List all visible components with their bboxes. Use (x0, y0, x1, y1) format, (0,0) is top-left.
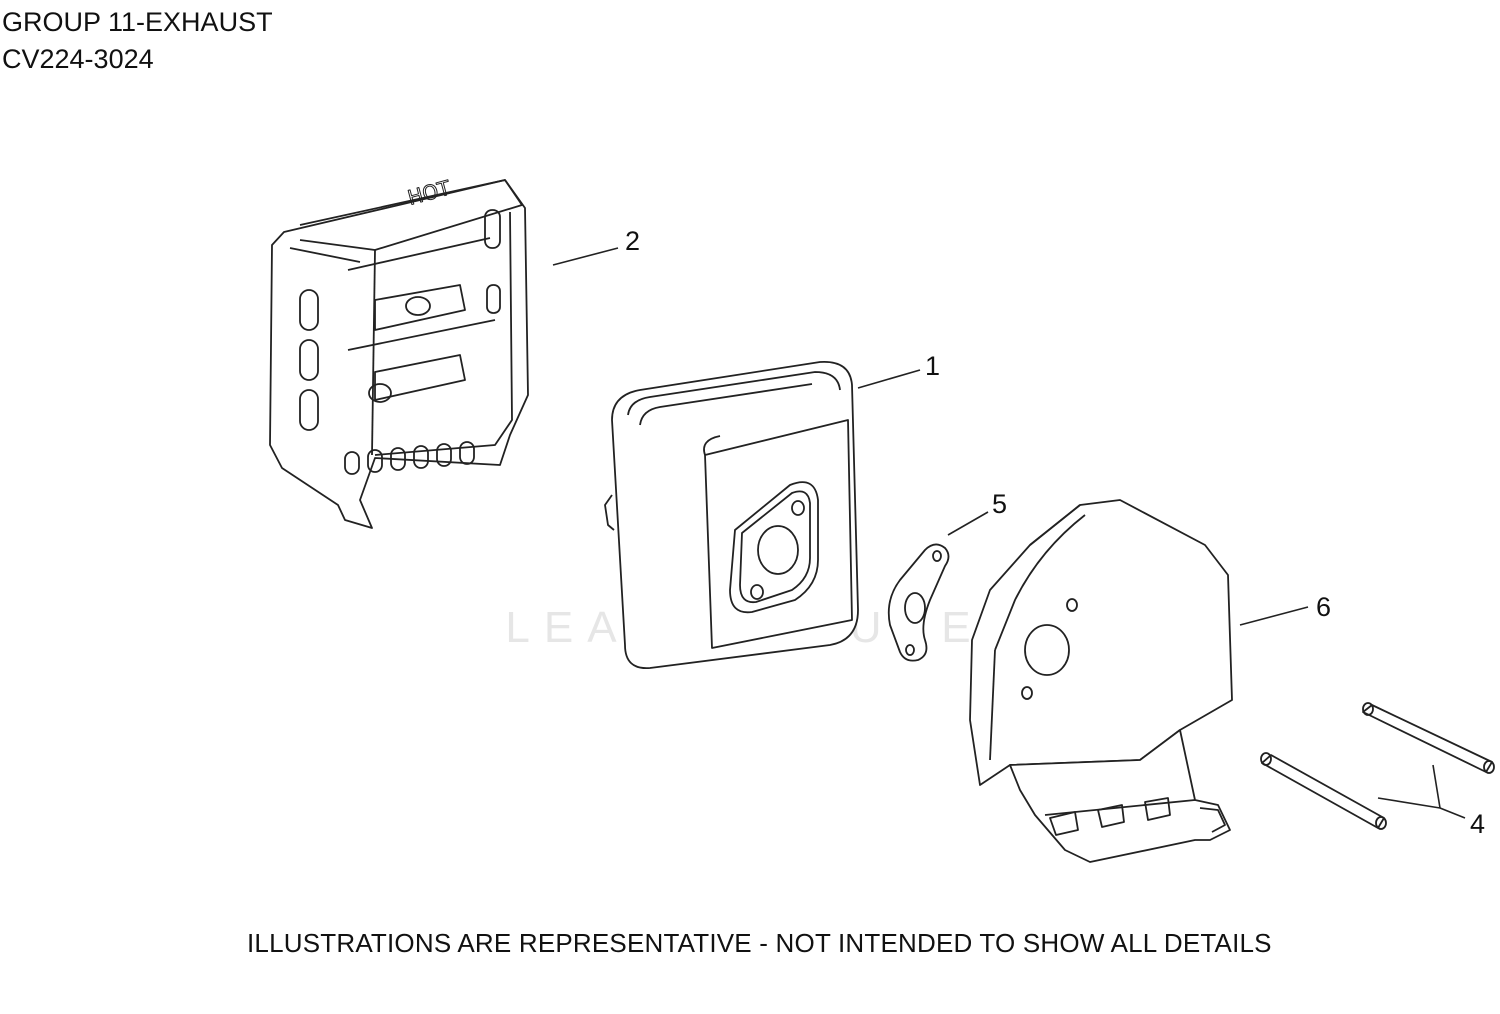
muffler (604, 361, 859, 669)
diagram-title: GROUP 11-EXHAUST (2, 7, 273, 37)
callout-4: 4 (1470, 809, 1485, 839)
callout-5: 5 (992, 489, 1007, 519)
deflector (969, 499, 1233, 863)
model-number: CV224-3024 (2, 44, 154, 74)
callout-2: 2 (625, 226, 640, 256)
studs (1260, 702, 1495, 830)
callout-1: 1 (925, 351, 940, 381)
callouts: 2 1 5 6 4 (625, 226, 1485, 839)
heat-shield: HOT (269, 175, 529, 529)
leader-lines (552, 247, 1466, 819)
disclaimer-text: ILLUSTRATIONS ARE REPRESENTATIVE - NOT I… (247, 928, 1272, 958)
callout-6: 6 (1316, 592, 1331, 622)
gasket (887, 543, 950, 662)
